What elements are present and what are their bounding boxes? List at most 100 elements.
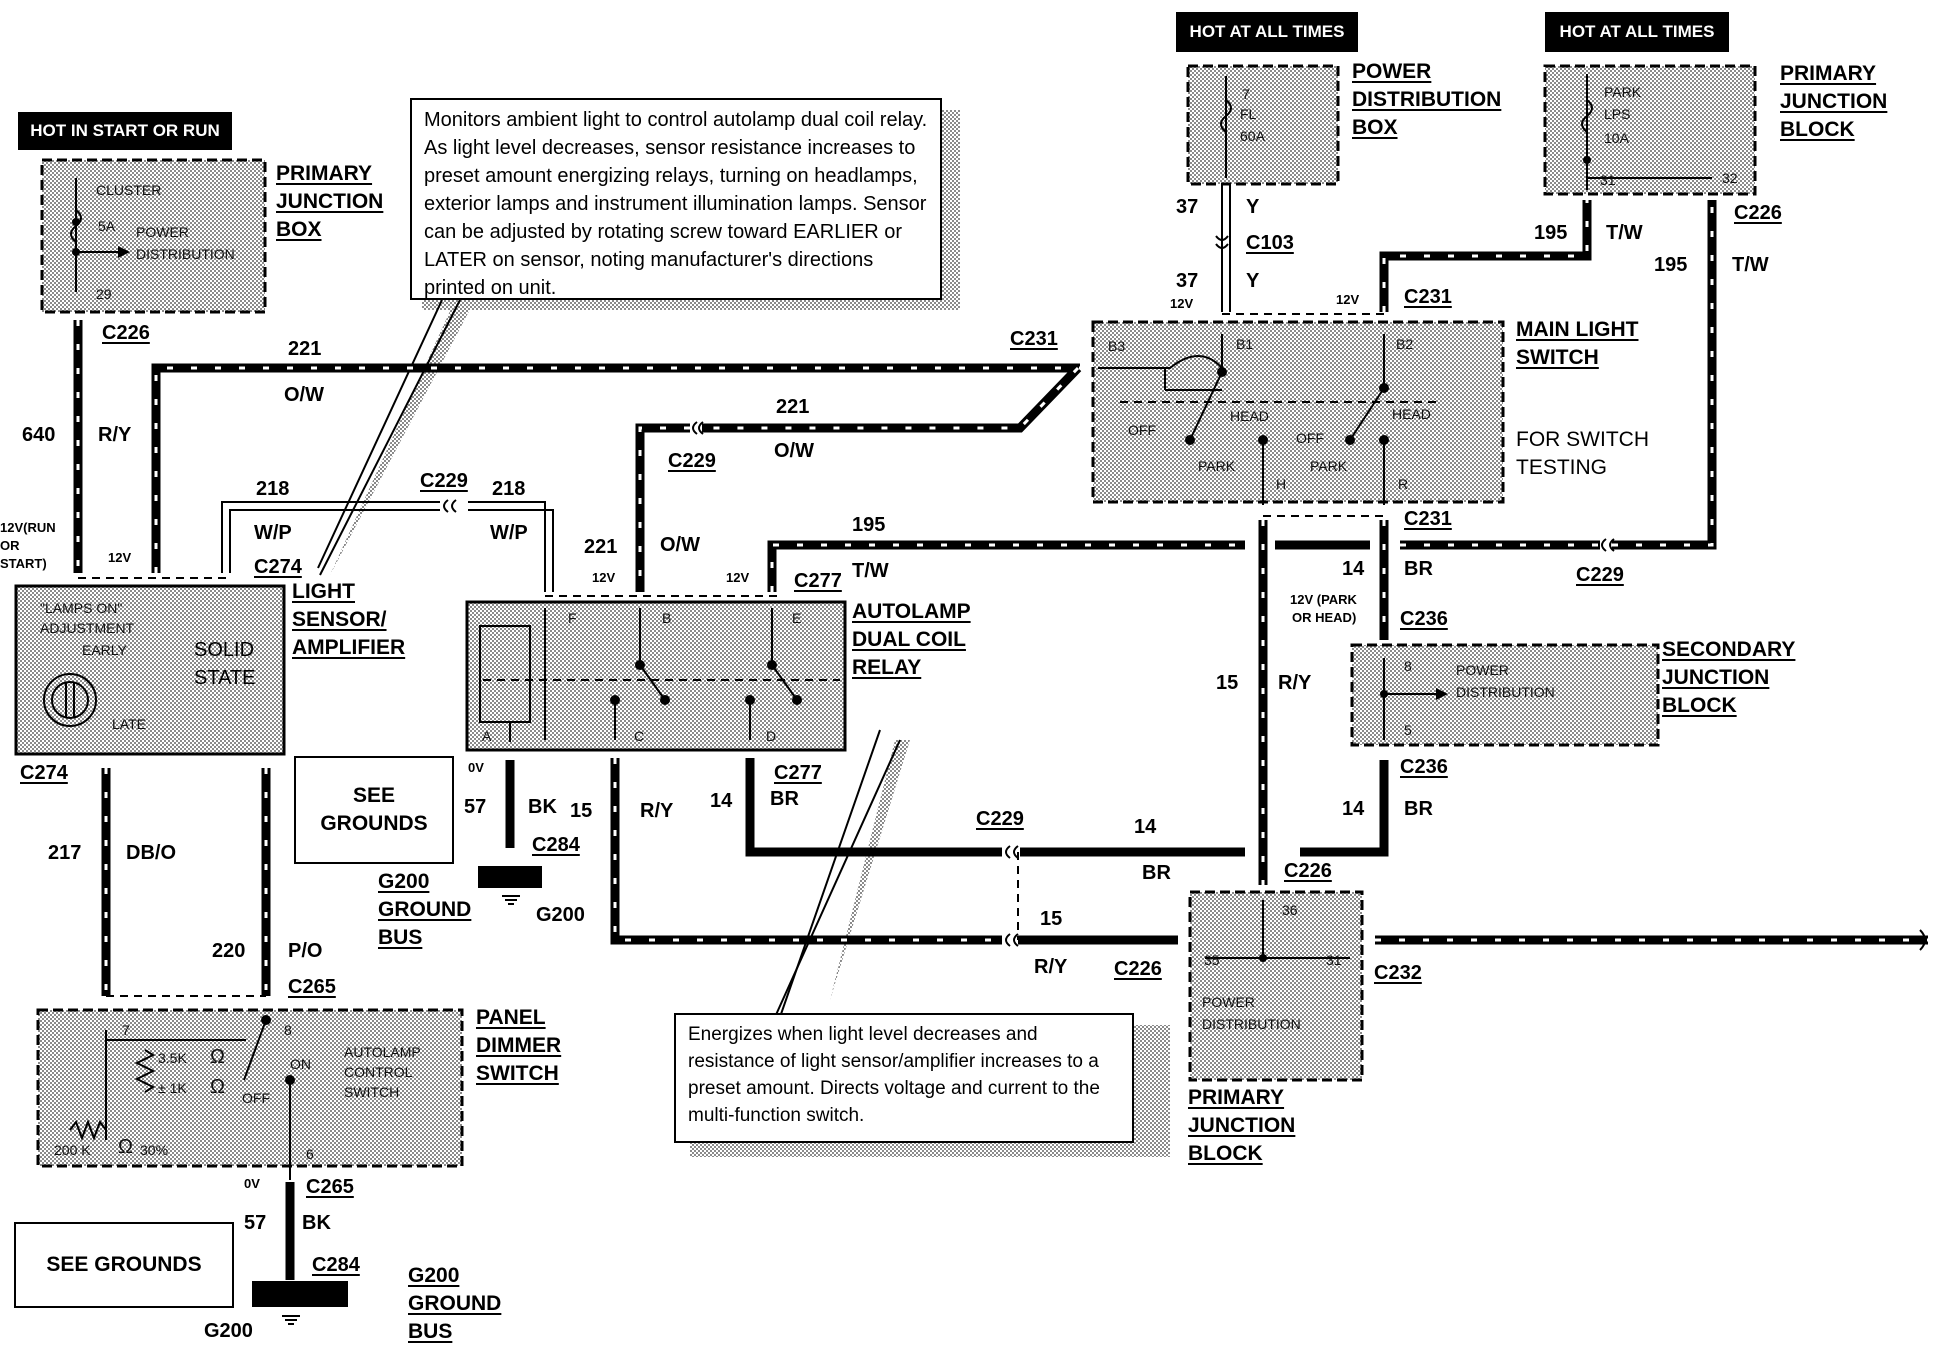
sjb-distribution-text: DISTRIBUTION [1456,684,1555,700]
connector-c232: C232 [1374,962,1422,984]
wire-15-b-number: 15 [570,800,593,822]
wire-221-mid-color: O/W [774,440,814,462]
wire-195-c-number: 195 [852,514,886,536]
voltage-or-label: OR [0,538,20,553]
voltage-12v-pdb: 12V [1170,296,1194,311]
pdb-box [1186,64,1340,186]
wire-57-b-color: BK [302,1212,331,1234]
connector-c229-a: C229 [420,470,468,492]
switch-head-2-text: HEAD [1392,406,1431,422]
connector-c284-a: C284 [532,834,580,856]
voltage-12v-sensor: 12V [108,550,132,565]
connector-c265-b: C265 [306,1176,354,1198]
relay-b-text: B [662,610,672,626]
sjb-power-text: POWER [1456,662,1509,678]
wire-218-b-number: 218 [492,478,526,500]
relay-a-text: A [482,728,492,744]
wire-221-relay-number: 221 [584,536,618,558]
wire-217-color: DB/O [126,842,176,864]
connector-c103: C103 [1246,232,1294,254]
connector-c274-a: C274 [254,556,302,578]
lamps-on-text: "LAMPS ON" [40,600,123,616]
hot-all-times-pdb-banner: HOT AT ALL TIMES [1176,12,1358,52]
adjustment-text: ADJUSTMENT [40,620,135,636]
sjb-pin-8-text: 8 [1404,658,1412,674]
switch-park-1-text: PARK [1198,458,1236,474]
see-grounds-box-1[interactable]: SEE GROUNDS [294,756,454,864]
connector-c231-a: C231 [1404,286,1452,308]
wire-220-color: P/O [288,940,323,962]
late-text: LATE [112,716,146,732]
dimmer-ohm-2-text: Ω [210,1076,225,1098]
wire-15-a-number: 15 [1216,672,1239,694]
pjb-b-pin-35-text: 35 [1204,952,1220,968]
wire-14-e-number: 14 [710,790,733,812]
relay-c-text: C [634,728,645,744]
voltage-start-label: START) [0,556,47,571]
wire-640-color: R/Y [98,424,132,446]
connector-c229-c: C229 [1576,564,1624,586]
relay-e-text: E [792,610,802,626]
connector-c226-mid: C226 [1284,860,1332,882]
wire-221-top-number: 221 [288,338,322,360]
wire-37-b-number: 37 [1176,270,1199,292]
connector-c226-low: C226 [1114,958,1162,980]
dimmer-35k-text: 3.5K [158,1050,187,1066]
dimmer-switch-text: SWITCH [344,1084,400,1100]
wire-14-e-color: BR [770,788,799,810]
switch-h-text: H [1276,476,1287,492]
wire-37-b-color: Y [1246,270,1260,292]
dimmer-200k-text: 200 K [54,1142,91,1158]
switch-head-1-text: HEAD [1230,408,1269,424]
dimmer-on-text: ON [290,1056,311,1072]
voltage-or-head: OR HEAD) [1292,610,1357,625]
early-text: EARLY [82,642,127,658]
wire-14-a-number: 14 [1342,558,1365,580]
see-grounds-box-2[interactable]: SEE GROUNDS [14,1222,234,1308]
wire-218-a-color: W/P [254,522,292,544]
voltage-12v-relay-1: 12V [592,570,616,585]
ground-bus-bar-1 [478,866,542,888]
wire-15-b-color: R/Y [640,800,674,822]
pjb-pin-31-text: 31 [1600,172,1616,188]
relay-d-text: D [766,728,777,744]
wire-14-b-color: BR [1404,798,1433,820]
wire-14-c-number: 14 [1134,816,1157,838]
connector-c284-b: C284 [312,1254,360,1276]
fuse-10a-text: 10A [1604,130,1629,146]
pjb-pin-32-text: 32 [1722,170,1738,186]
connector-c229-b: C229 [668,450,716,472]
wire-221-mid-number: 221 [776,396,810,418]
voltage-12v-switch: 12V [1336,292,1360,307]
pdb-pin-7-text: 7 [1242,86,1250,102]
switch-off-2-text: OFF [1296,430,1324,446]
voltage-0v-dimmer: 0V [244,1176,260,1191]
connector-c231-c: C231 [1404,508,1452,530]
see-grounds-label-2: SEE GROUNDS [46,1253,202,1276]
connector-c236-a: C236 [1400,608,1448,630]
wire-218-b-color: W/P [490,522,528,544]
pjb-power-text: POWER [136,224,189,240]
dimmer-pin-8-text: 8 [284,1022,292,1038]
switch-b3-text: B3 [1108,338,1126,354]
pjb-left-box [40,158,267,314]
dimmer-pin-7-text: 7 [122,1022,130,1038]
park-text: PARK [1604,84,1642,100]
switch-off-1-text: OFF [1128,422,1156,438]
dimmer-ohm-3-text: Ω [118,1136,133,1158]
connector-c226-top-left: C226 [102,322,150,344]
wire-195-b-number: 195 [1654,254,1688,276]
connector-c226-top-right: C226 [1734,202,1782,224]
pjb-b-pin-31-text: 31 [1326,952,1342,968]
ground-bus-bar-2 [252,1281,348,1307]
